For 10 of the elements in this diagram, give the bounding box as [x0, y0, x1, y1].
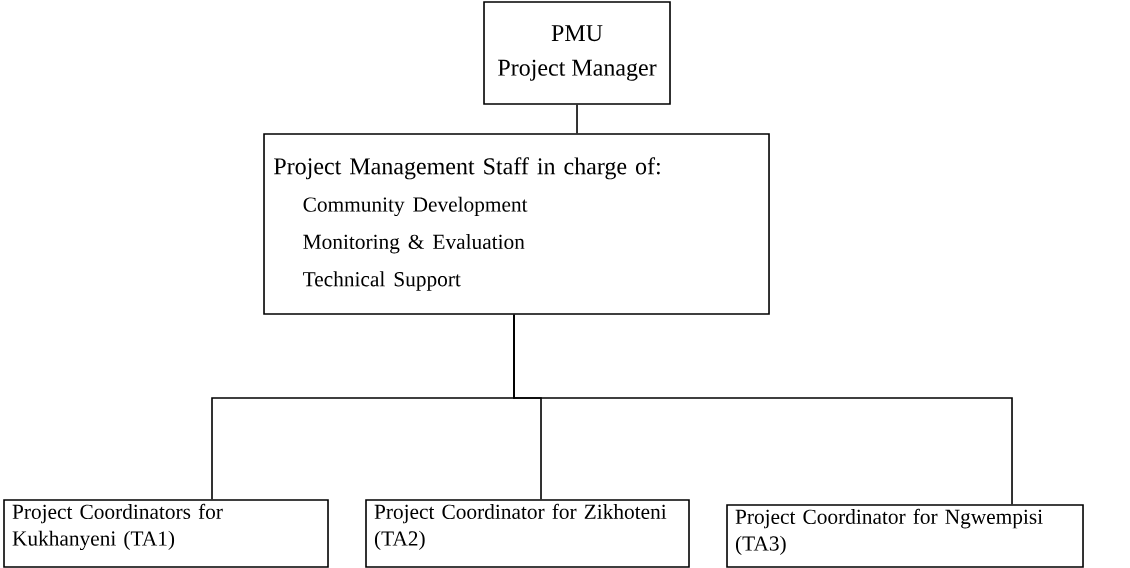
manager-box: PMU Project Manager: [483, 1, 671, 105]
box-text: Project Coordinator for Zikhoteni (TA2): [374, 503, 667, 551]
connector-line: [513, 314, 1013, 505]
staff-box: Project Management Staff in charge of: Community Development Monitoring & Evaluation Technical Support: [263, 133, 770, 315]
coordinator-box: [365, 499, 690, 568]
box-text: Project Coordinator for Ngwempisi (TA3): [735, 508, 1043, 556]
coordinator-box: [726, 504, 1084, 568]
coordinator-box: [3, 499, 329, 568]
connector-line: [576, 104, 578, 134]
box-text: Project Coordinators for Kukhanyeni (TA1): [12, 503, 223, 551]
